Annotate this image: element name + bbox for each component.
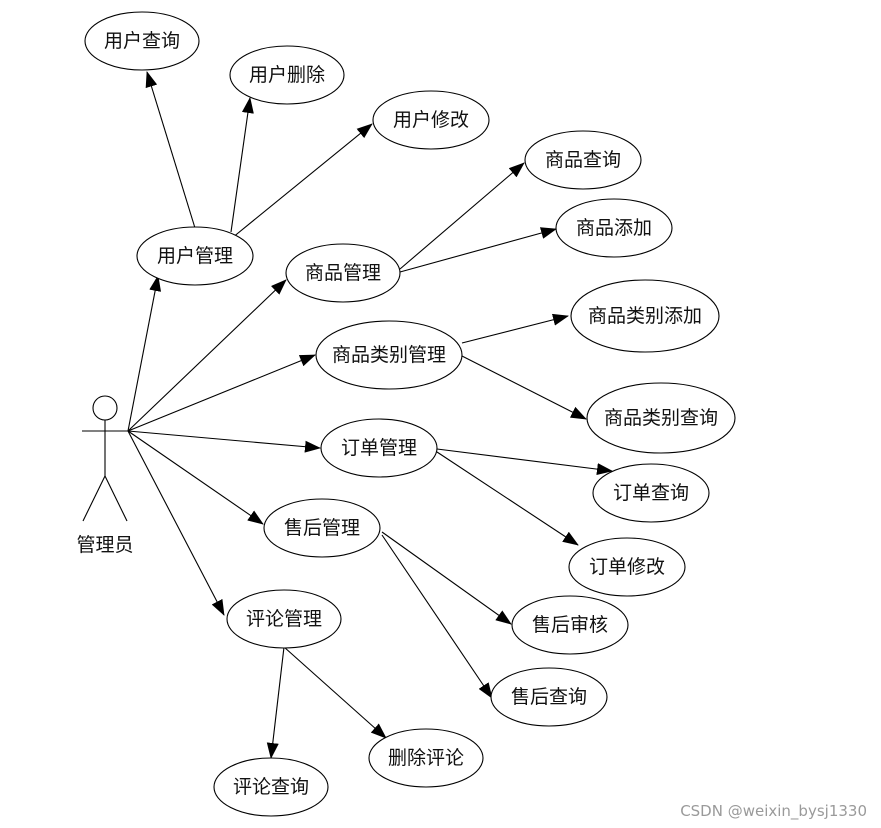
arrow-goods-query xyxy=(399,162,525,270)
actor-head xyxy=(92,395,118,421)
arrow-actor-comment xyxy=(127,430,225,616)
usecase-label: 用户查询 xyxy=(104,30,180,52)
usecase-label: 售后查询 xyxy=(511,686,587,708)
usecase-label: 用户删除 xyxy=(249,64,325,86)
usecase-comment-delete[interactable]: 删除评论 xyxy=(368,728,484,788)
watermark: CSDN @weixin_bysj1330 xyxy=(680,802,867,820)
usecase-label: 订单修改 xyxy=(589,556,665,578)
usecase-category-add[interactable]: 商品类别添加 xyxy=(570,279,720,353)
arrow-goods-add xyxy=(399,227,557,273)
usecase-label: 用户管理 xyxy=(157,245,233,267)
arrow-actor-category xyxy=(127,354,316,432)
arrow-category-add xyxy=(461,313,569,344)
usecase-label: 商品查询 xyxy=(545,149,621,171)
usecase-comment-management[interactable]: 评论管理 xyxy=(226,589,342,649)
usecase-user-modify[interactable]: 用户修改 xyxy=(372,90,490,150)
usecase-label: 售后管理 xyxy=(284,517,360,539)
function-use-cases: 用户查询 用户删除 用户修改 商品查询 商品添加 商品类别添加 商品类别查询 xyxy=(84,11,736,817)
usecase-label: 评论管理 xyxy=(246,608,322,630)
usecase-aftersale-query[interactable]: 售后查询 xyxy=(490,667,608,727)
actor-label: 管理员 xyxy=(76,534,133,556)
usecase-label: 删除评论 xyxy=(388,747,464,769)
arrow-comment-delete xyxy=(283,646,387,739)
usecase-label: 评论查询 xyxy=(233,776,309,798)
arrow-aftersale-audit xyxy=(381,531,512,625)
arrow-actor-goods xyxy=(127,279,287,432)
arrow-user-query xyxy=(145,71,196,229)
arrow-user-modify xyxy=(231,123,373,239)
usecase-order-management[interactable]: 订单管理 xyxy=(320,418,438,478)
module-use-cases: 用户管理 商品管理 商品类别管理 订单管理 售后管理 评论管理 xyxy=(136,226,463,649)
usecase-aftersale-management[interactable]: 售后管理 xyxy=(263,498,381,558)
usecase-order-modify[interactable]: 订单修改 xyxy=(568,537,686,597)
usecase-category-query[interactable]: 商品类别查询 xyxy=(586,382,736,454)
usecase-user-management[interactable]: 用户管理 xyxy=(136,226,254,286)
arrow-order-query xyxy=(436,448,613,476)
usecase-aftersale-audit[interactable]: 售后审核 xyxy=(511,595,629,655)
usecase-user-query[interactable]: 用户查询 xyxy=(84,11,200,71)
actor-left-leg xyxy=(82,475,106,522)
usecase-label: 订单查询 xyxy=(613,482,689,504)
usecase-order-query[interactable]: 订单查询 xyxy=(592,463,710,523)
arrow-actor-user xyxy=(127,275,162,432)
usecase-user-delete[interactable]: 用户删除 xyxy=(229,45,345,105)
arrow-category-query xyxy=(461,355,587,420)
arrow-comment-query xyxy=(266,646,285,759)
usecase-label: 用户修改 xyxy=(393,109,469,131)
usecase-label: 商品添加 xyxy=(576,217,652,239)
usecase-label: 售后审核 xyxy=(532,614,608,636)
usecase-label: 商品类别添加 xyxy=(588,305,702,327)
arrow-order-modify xyxy=(436,451,579,546)
usecase-goods-query[interactable]: 商品查询 xyxy=(524,130,642,190)
connections xyxy=(127,71,613,759)
arrow-aftersale-query xyxy=(381,534,493,699)
usecase-label: 商品类别管理 xyxy=(332,344,446,366)
arrow-actor-order xyxy=(127,430,321,453)
usecase-comment-query[interactable]: 评论查询 xyxy=(213,757,329,817)
actor-admin: 管理员 xyxy=(76,395,134,556)
usecase-goods-add[interactable]: 商品添加 xyxy=(555,198,673,258)
arrow-actor-aftersale xyxy=(127,430,264,525)
usecase-category-management[interactable]: 商品类别管理 xyxy=(315,320,463,390)
usecase-label: 订单管理 xyxy=(341,437,417,459)
usecase-label: 商品管理 xyxy=(305,262,381,284)
usecase-label: 商品类别查询 xyxy=(604,407,718,429)
usecase-goods-management[interactable]: 商品管理 xyxy=(285,243,401,303)
arrow-user-delete xyxy=(230,97,254,233)
actor-right-leg xyxy=(104,475,128,522)
